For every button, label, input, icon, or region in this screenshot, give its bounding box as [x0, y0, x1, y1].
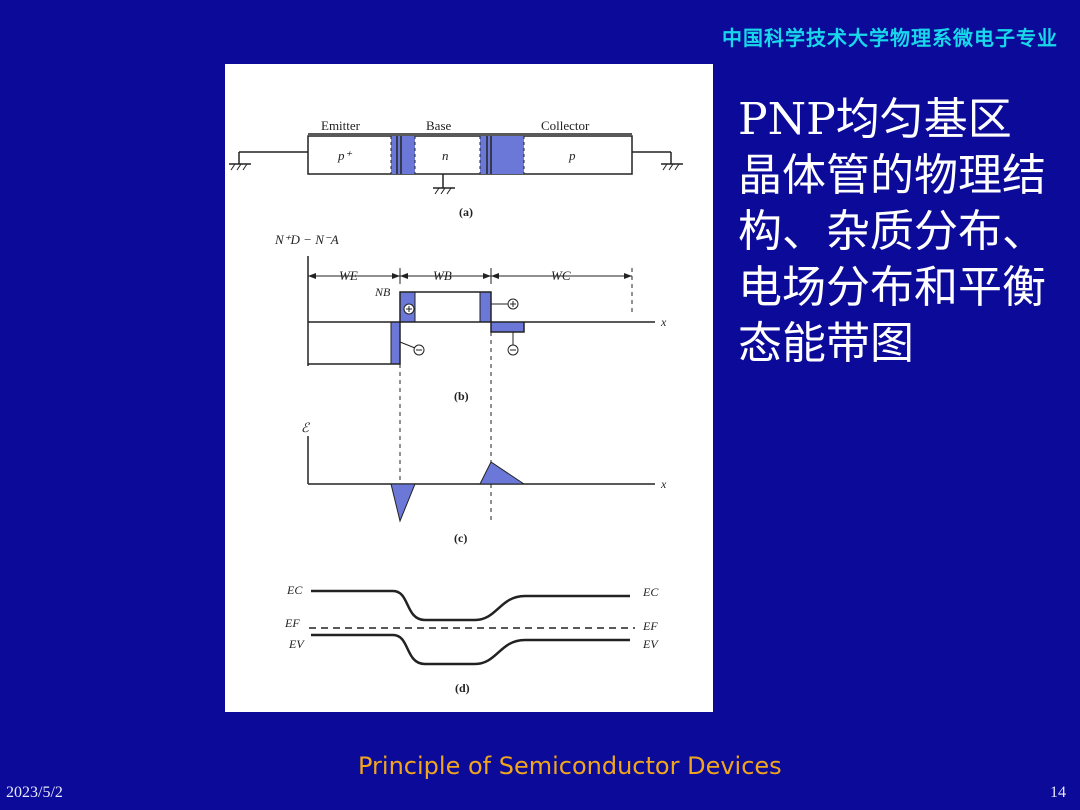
emitter-label: Emitter — [321, 118, 361, 133]
slide-date: 2023/5/2 — [6, 784, 63, 801]
panel-b: N⁺D − N⁻A WE WB WC — [274, 232, 667, 403]
caption-a: (a) — [459, 205, 473, 219]
ef-right-label: EF — [642, 619, 658, 633]
caption-b: (b) — [454, 389, 469, 403]
caption-d: (d) — [455, 681, 470, 695]
ec-right-label: EC — [642, 585, 659, 599]
n-label: n — [442, 148, 449, 163]
ec-left-label: EC — [286, 583, 303, 597]
panel-c: ℰ x (c) — [301, 420, 667, 545]
base-label: Base — [426, 118, 452, 133]
p-label: p — [568, 148, 576, 163]
ev-left-label: EV — [288, 637, 305, 651]
field-axis-label: ℰ — [301, 420, 310, 435]
wb-label: WB — [433, 268, 452, 283]
collector-label: Collector — [541, 118, 590, 133]
caption-c: (c) — [454, 531, 467, 545]
panel-a: Emitter Base Collector p⁺ n p (a) — [229, 118, 683, 219]
x-axis-label-b: x — [660, 315, 667, 329]
p-plus-label: p⁺ — [337, 148, 353, 163]
page-number: 14 — [1050, 784, 1066, 801]
x-axis-label-c: x — [660, 477, 667, 491]
ev-right-label: EV — [642, 637, 659, 651]
figure-svg: Emitter Base Collector p⁺ n p (a) N⁺D − … — [229, 118, 683, 695]
we-label: WE — [339, 268, 358, 283]
slide-title: PNP均匀基区晶体管的物理结构、杂质分布、电场分布和平衡态能带图 — [738, 94, 1046, 369]
doping-axis-label: N⁺D − N⁻A — [274, 232, 339, 247]
ef-left-label: EF — [284, 616, 300, 630]
device-figure: Emitter Base Collector p⁺ n p (a) N⁺D − … — [225, 64, 713, 712]
wc-label: WC — [551, 268, 571, 283]
course-name: Principle of Semiconductor Devices — [358, 752, 782, 780]
panel-d: EC EC EF EF EV EV (d) — [284, 583, 659, 695]
nb-label: NB — [374, 285, 391, 299]
header-org: 中国科学技术大学物理系微电子专业 — [722, 26, 1058, 50]
